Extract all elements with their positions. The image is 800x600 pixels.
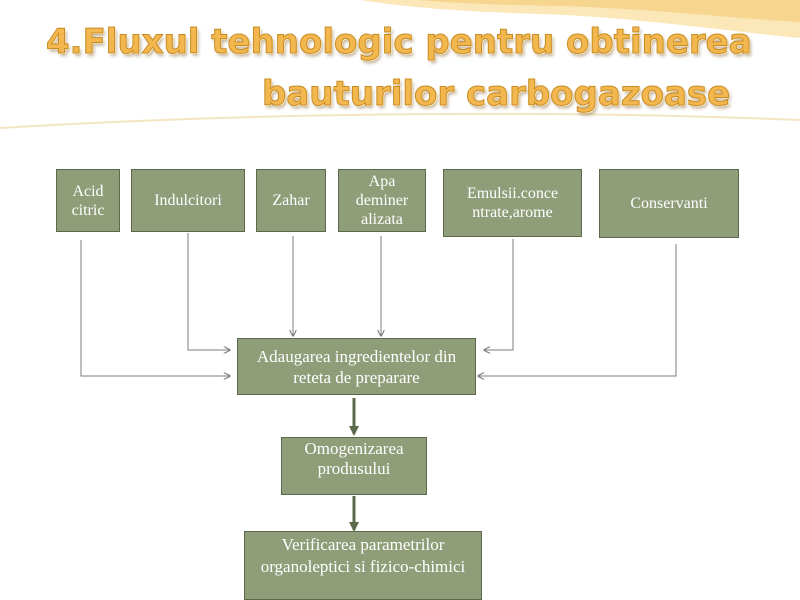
header-wave-front	[420, 0, 800, 22]
page-title-line-1: 4.Fluxul tehnologic pentru obtinerea	[46, 22, 753, 63]
step-verificarea-parametrilor: Verificarea parametrilor organoleptici s…	[244, 531, 482, 600]
input-apa-demineralizata-label: Apa deminer alizata	[355, 173, 409, 228]
input-acid-citric-label: Acid citric	[71, 182, 105, 219]
page-title-line-2: bauturilor carbogazoase	[261, 74, 731, 115]
connector-conservanti	[478, 244, 677, 376]
connector-emulsii	[484, 239, 514, 350]
input-conservanti-label: Conservanti	[630, 195, 708, 212]
step-omogenizarea-label: Omogenizarea produsului	[304, 439, 404, 478]
input-zahar-label: Zahar	[272, 192, 310, 209]
connector-acid-citric	[80, 240, 230, 376]
input-emulsii-arome-label: Emulsii.conce ntrate,arome	[466, 185, 559, 221]
step-omogenizarea-produsului: Omogenizarea produsului	[281, 437, 427, 495]
step-adaugarea-label: Adaugarea ingredientelor din reteta de p…	[256, 346, 457, 387]
header-wave-line	[0, 112, 800, 129]
input-acid-citric: Acid citric	[56, 169, 120, 232]
input-emulsii-arome: Emulsii.conce ntrate,arome	[443, 169, 582, 237]
step-verificarea-label: Verificarea parametrilor organoleptici s…	[260, 535, 466, 576]
step-adaugarea-ingredientelor: Adaugarea ingredientelor din reteta de p…	[237, 338, 476, 395]
header-wave-decoration	[0, 0, 800, 129]
input-zahar: Zahar	[256, 169, 326, 232]
input-conservanti: Conservanti	[599, 169, 739, 238]
input-indulcitori-label: Indulcitori	[154, 192, 222, 209]
connector-indulcitori	[187, 233, 230, 350]
input-indulcitori: Indulcitori	[131, 169, 245, 232]
input-apa-demineralizata: Apa deminer alizata	[338, 169, 426, 232]
